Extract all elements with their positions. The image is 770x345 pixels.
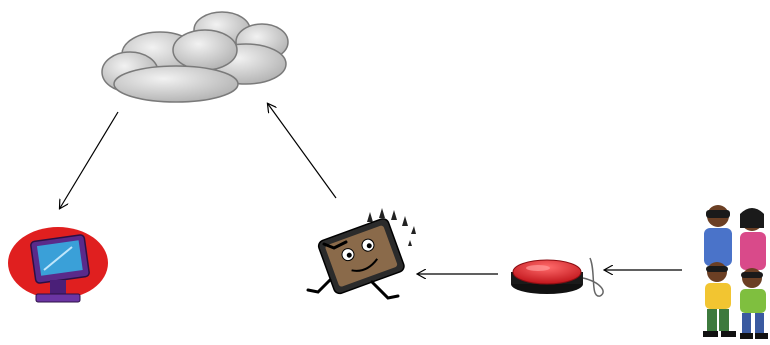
- cloud-icon: [101, 11, 289, 103]
- arrow-device-to-cloud: [268, 104, 337, 199]
- red-button-switch-icon: [511, 257, 604, 297]
- excited-device-icon: [306, 208, 416, 300]
- arrow-cloud-to-computer: [60, 111, 119, 208]
- family-people-icon: [703, 205, 768, 339]
- arrows: [60, 104, 682, 274]
- computer-monitor-icon: [8, 227, 108, 303]
